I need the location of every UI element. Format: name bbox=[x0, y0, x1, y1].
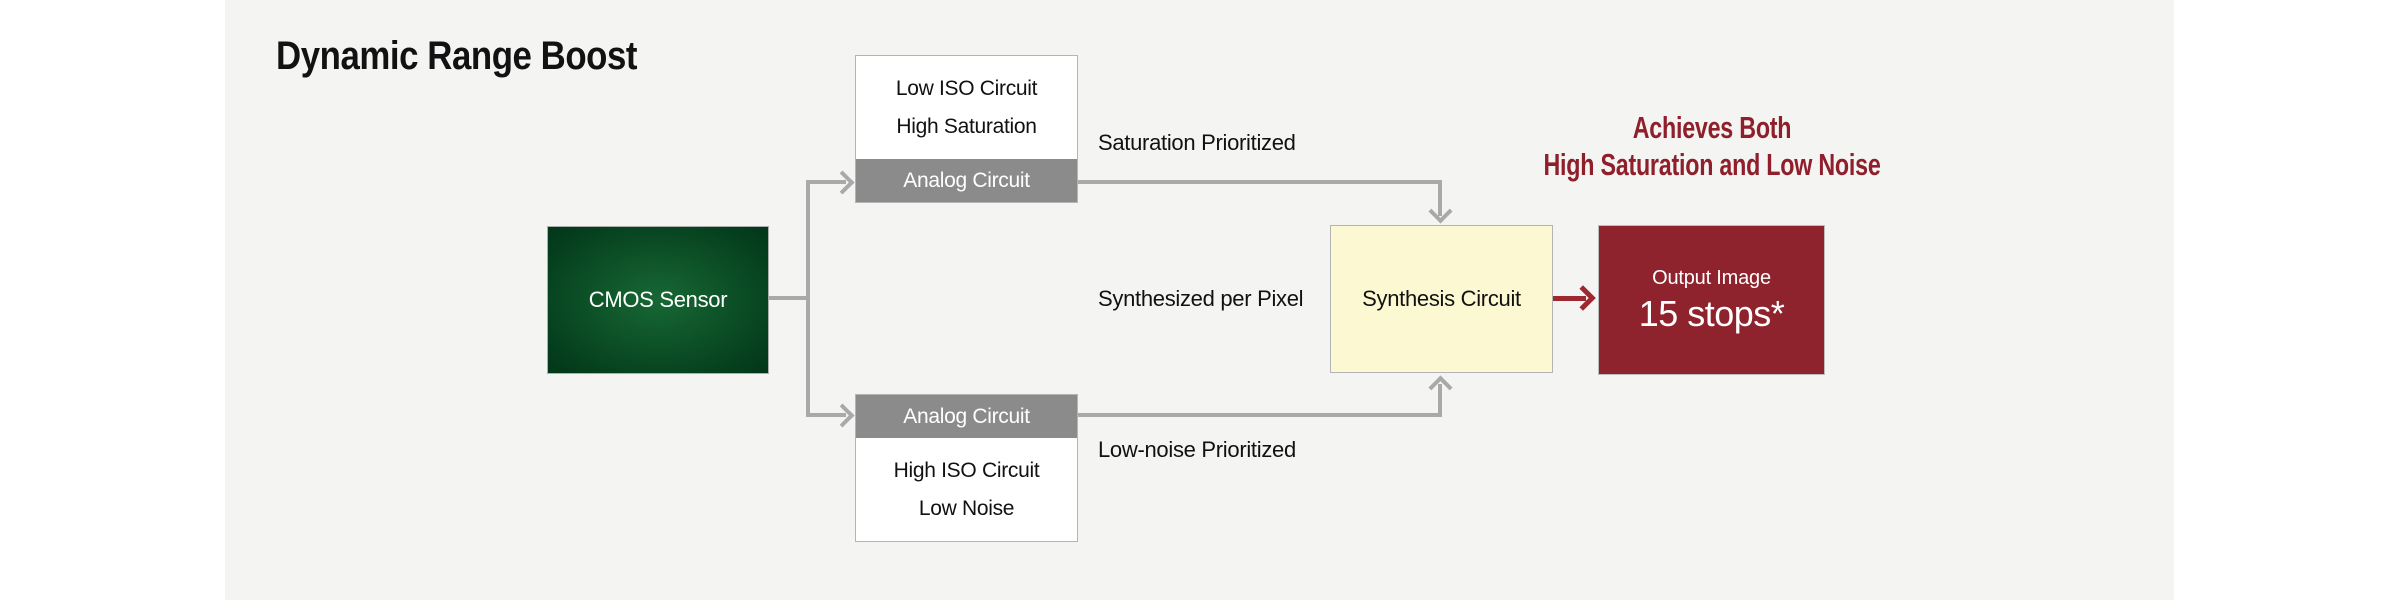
bottom-to-synthesis-line bbox=[1078, 413, 1442, 417]
analog-circuit-label-bottom: Analog Circuit bbox=[903, 404, 1030, 428]
split-trunk-line bbox=[806, 180, 810, 417]
top-branch-line bbox=[806, 180, 846, 184]
low-iso-line1: Low ISO Circuit bbox=[895, 76, 1038, 100]
bottom-branch-line bbox=[806, 413, 846, 417]
result-caption-line1: Achieves Both bbox=[1632, 110, 1792, 145]
high-iso-description: High ISO Circuit Low Noise bbox=[856, 438, 1077, 541]
low-iso-description: Low ISO Circuit High Saturation bbox=[856, 56, 1077, 159]
top-to-synthesis-line bbox=[1078, 180, 1442, 184]
analog-circuit-bar-bottom: Analog Circuit bbox=[856, 395, 1077, 438]
high-iso-line1: High ISO Circuit bbox=[893, 458, 1040, 482]
analog-circuit-label-top: Analog Circuit bbox=[903, 168, 1030, 192]
low-iso-node: Low ISO Circuit High Saturation Analog C… bbox=[855, 55, 1078, 203]
analog-circuit-bar-top: Analog Circuit bbox=[856, 159, 1077, 202]
cmos-sensor-node: CMOS Sensor bbox=[547, 226, 769, 374]
low-noise-prioritized-label: Low-noise Prioritized bbox=[1098, 437, 1296, 462]
saturation-prioritized-label: Saturation Prioritized bbox=[1098, 130, 1296, 155]
synthesized-per-pixel-label: Synthesized per Pixel bbox=[1098, 286, 1304, 311]
high-iso-node: Analog Circuit High ISO Circuit Low Nois… bbox=[855, 394, 1078, 542]
result-caption: Achieves Both High Saturation and Low No… bbox=[1487, 109, 1937, 183]
high-iso-line2: Low Noise bbox=[918, 496, 1015, 520]
synthesis-circuit-label: Synthesis Circuit bbox=[1362, 286, 1521, 311]
output-image-label: Output Image bbox=[1652, 267, 1771, 289]
low-iso-line2: High Saturation bbox=[896, 114, 1037, 138]
output-stops-value: 15 stops* bbox=[1638, 293, 1785, 334]
cmos-sensor-label: CMOS Sensor bbox=[588, 287, 728, 312]
synthesis-circuit-node: Synthesis Circuit bbox=[1330, 225, 1553, 373]
synthesis-to-output-line bbox=[1553, 296, 1586, 301]
top-to-synthesis-drop-line bbox=[1438, 180, 1442, 216]
bottom-to-synthesis-rise-line bbox=[1438, 384, 1442, 417]
output-image-node: Output Image 15 stops* bbox=[1598, 225, 1825, 375]
result-caption-line2: High Saturation and Low Noise bbox=[1543, 147, 1881, 182]
cmos-output-line bbox=[769, 296, 810, 300]
page-title: Dynamic Range Boost bbox=[276, 34, 638, 78]
